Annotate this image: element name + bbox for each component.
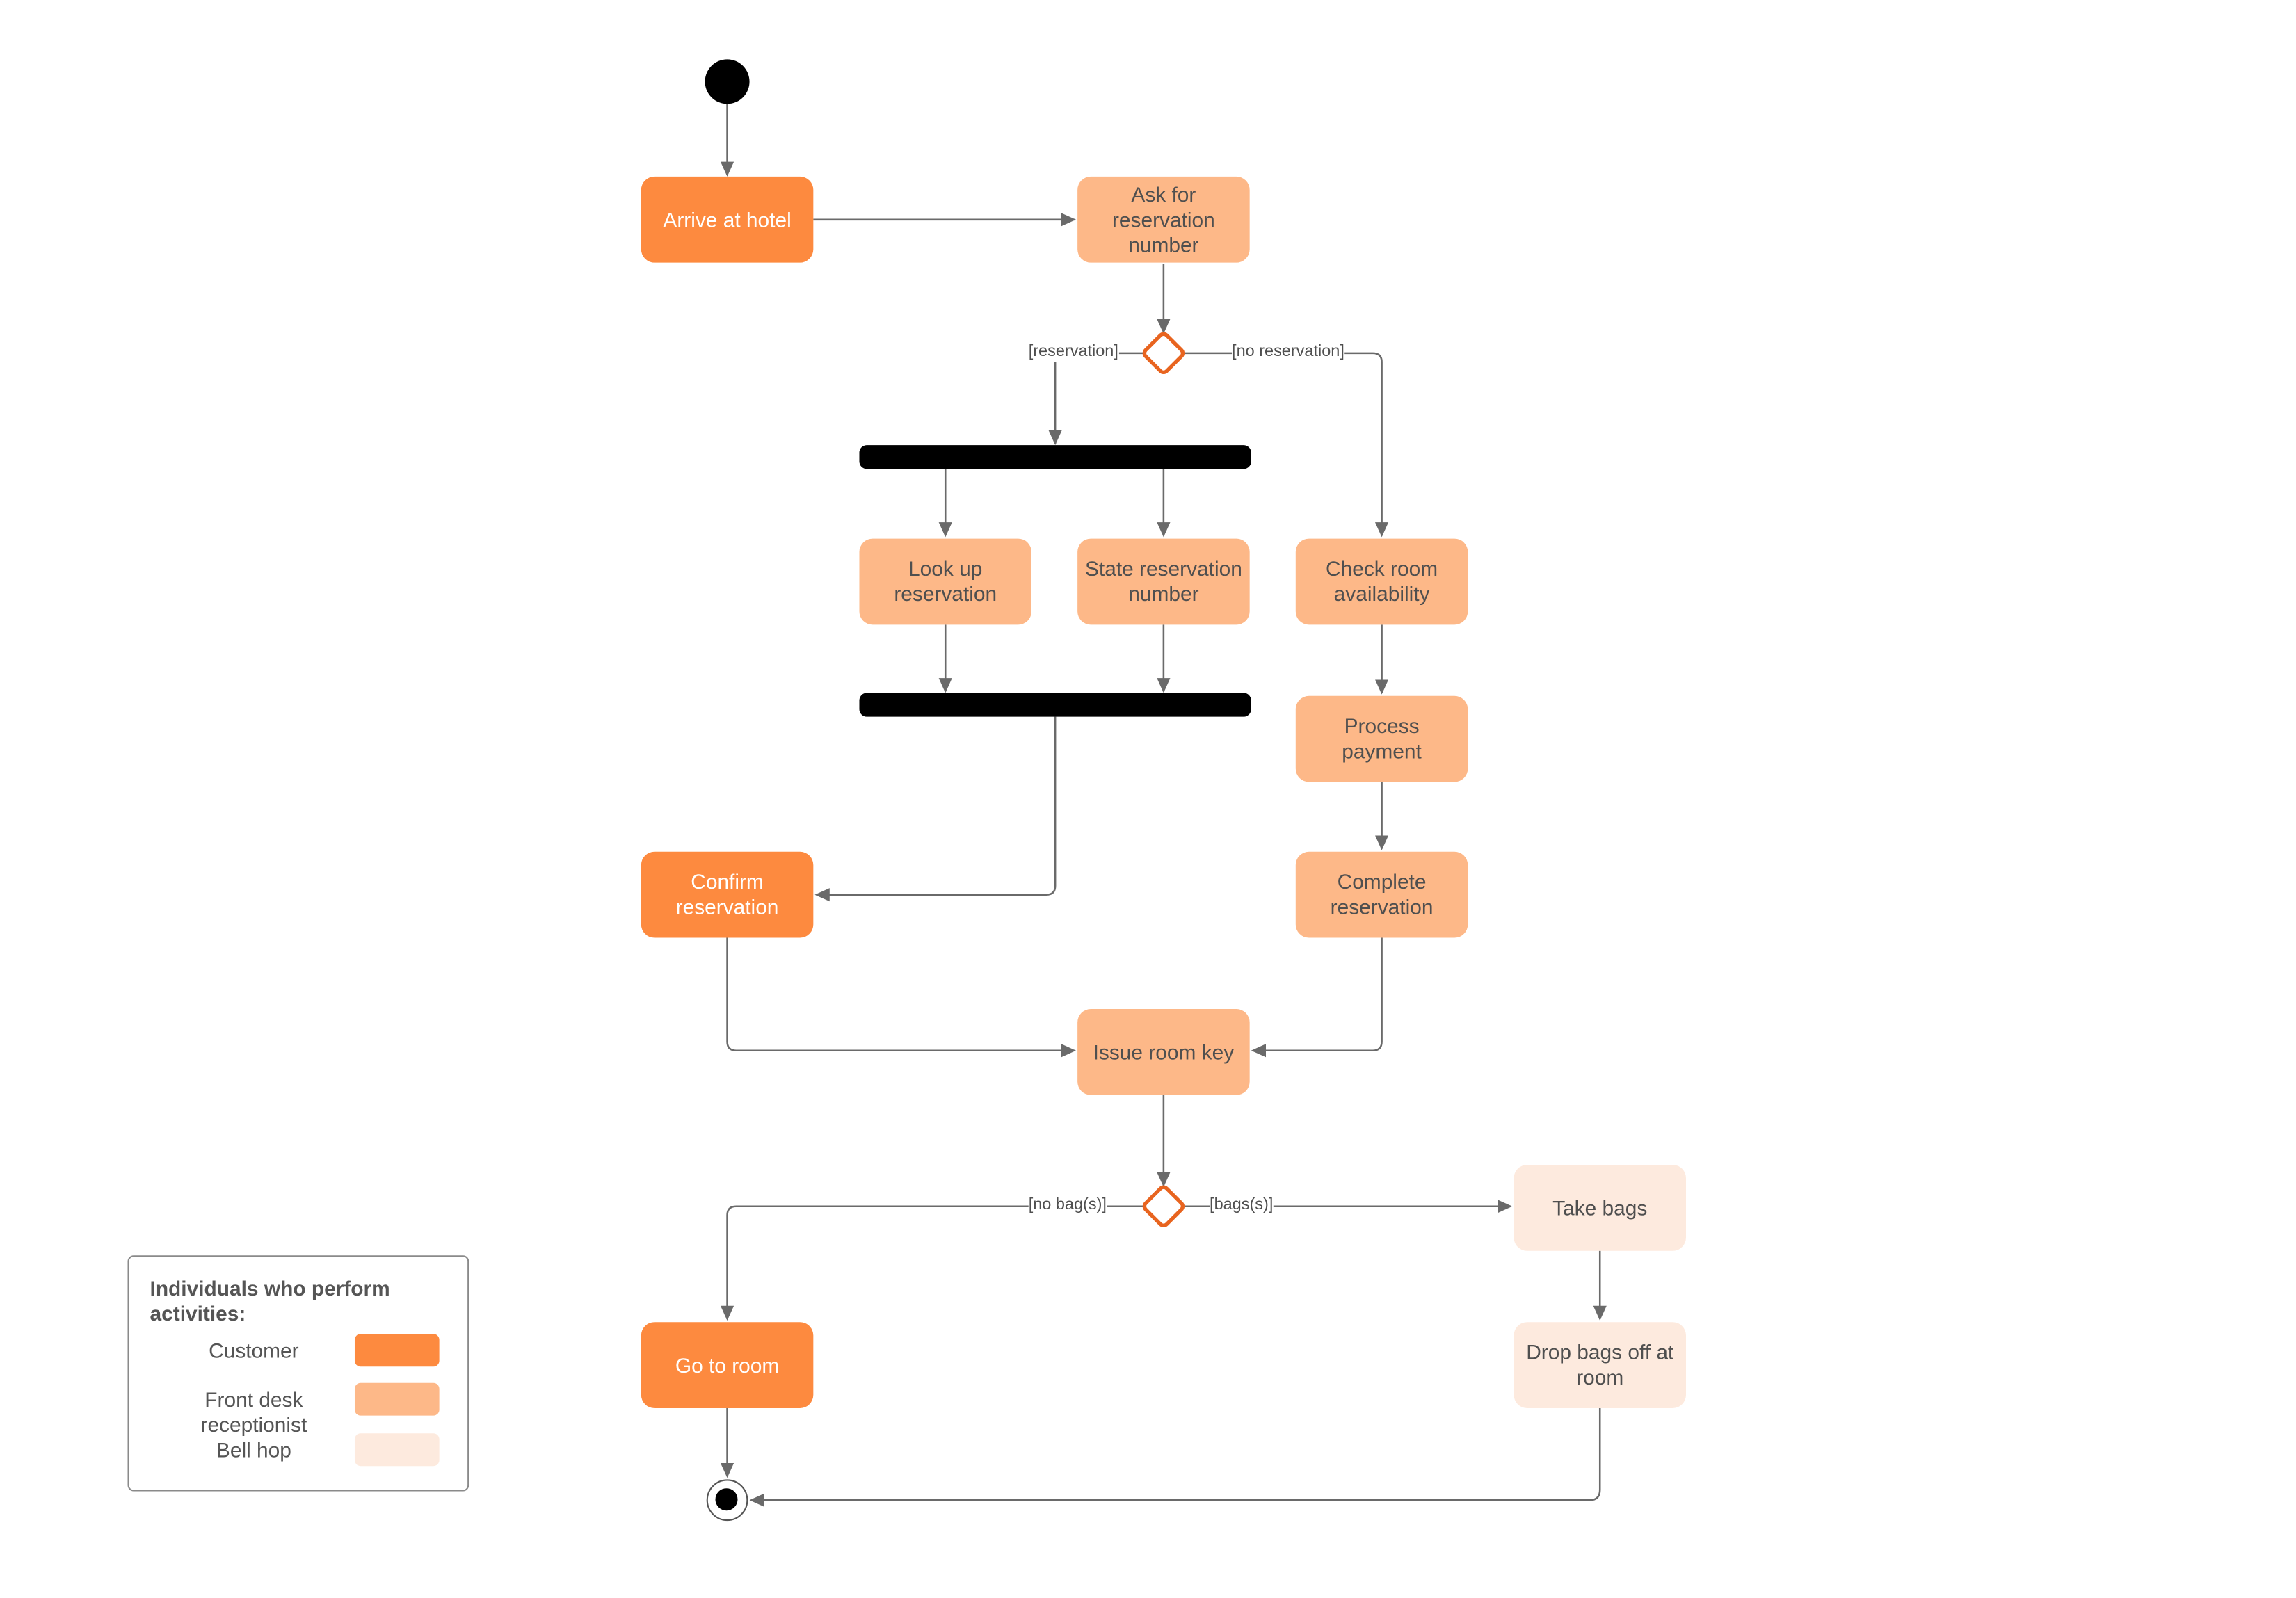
legend-item-customer: Customer bbox=[129, 1334, 471, 1387]
edge-decision-fork bbox=[1048, 352, 1145, 446]
final-node bbox=[706, 1479, 748, 1522]
activity-take-bags[interactable]: Take bags bbox=[1514, 1165, 1686, 1251]
edge-decision-goto bbox=[720, 1205, 1145, 1321]
legend-title: Individuals who perform activities: bbox=[150, 1276, 390, 1325]
activity-process-payment[interactable]: Process payment bbox=[1295, 695, 1468, 782]
activity-ask-for-reservation-number[interactable]: Ask for reservation number bbox=[1077, 176, 1250, 263]
legend-label: Customer bbox=[209, 1338, 299, 1362]
guard-bags: [bags(s)] bbox=[1210, 1195, 1274, 1216]
decision-bags bbox=[1142, 1185, 1185, 1227]
activity-look-up-reservation[interactable]: Look up reservation bbox=[859, 538, 1031, 625]
activity-arrive-at-hotel[interactable]: Arrive at hotel bbox=[641, 176, 814, 263]
activity-complete-reservation[interactable]: Complete reservation bbox=[1295, 851, 1468, 938]
decision-reservation bbox=[1142, 332, 1185, 375]
initial-node bbox=[705, 59, 750, 104]
activity-check-room-availability[interactable]: Check room availability bbox=[1295, 538, 1468, 625]
edge-complete-issue bbox=[1251, 937, 1383, 1058]
legend-item-front-desk: Front desk receptionist bbox=[129, 1382, 471, 1437]
legend-swatch-front-desk bbox=[354, 1382, 440, 1416]
legend-item-bell-hop: Bell hop bbox=[129, 1433, 471, 1487]
fork-bar bbox=[859, 445, 1251, 469]
guard-no-bags: [no bag(s)] bbox=[1028, 1195, 1107, 1216]
activity-drop-bags-off[interactable]: Drop bags off at room bbox=[1514, 1322, 1686, 1408]
legend-label: Bell hop bbox=[216, 1437, 291, 1462]
legend-swatch-customer bbox=[354, 1334, 440, 1367]
edge-drop-end bbox=[749, 1406, 1601, 1507]
edge-decision-check bbox=[1184, 352, 1389, 538]
activity-confirm-reservation[interactable]: Confirm reservation bbox=[641, 851, 814, 938]
guard-no-reservation: [no reservation] bbox=[1232, 342, 1344, 362]
guard-reservation: [reservation] bbox=[1028, 342, 1118, 362]
legend-label: Front desk receptionist bbox=[200, 1387, 307, 1437]
join-bar bbox=[859, 693, 1251, 717]
activity-go-to-room[interactable]: Go to room bbox=[641, 1322, 814, 1408]
final-node-dot bbox=[715, 1488, 738, 1511]
activity-state-reservation-number[interactable]: State reservation number bbox=[1077, 538, 1250, 625]
edge-confirm-issue bbox=[726, 937, 1077, 1058]
legend-swatch-bell-hop bbox=[354, 1433, 440, 1467]
legend: Individuals who perform activities: Cust… bbox=[127, 1255, 471, 1492]
activity-issue-room-key[interactable]: Issue room key bbox=[1077, 1008, 1250, 1095]
edge-join-confirm bbox=[814, 716, 1057, 902]
